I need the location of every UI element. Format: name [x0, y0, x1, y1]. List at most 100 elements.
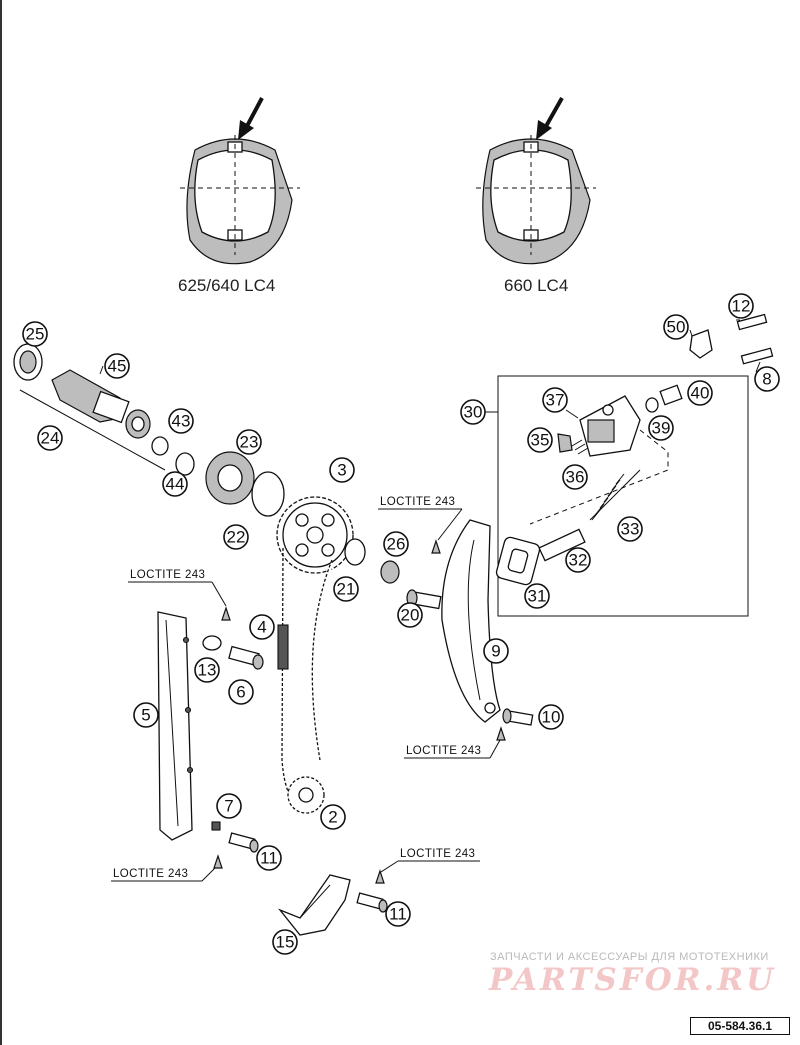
- svg-text:9: 9: [491, 642, 500, 661]
- svg-text:26: 26: [387, 535, 406, 554]
- callout-45: 45: [104, 353, 130, 379]
- callout-20: 20: [397, 602, 423, 628]
- loctite-label: LOCTITE 243: [404, 739, 501, 759]
- screw: [356, 892, 388, 913]
- loctite-text: LOCTITE 243: [400, 848, 475, 860]
- callout-50: 50: [663, 314, 689, 340]
- svg-text:20: 20: [401, 606, 420, 625]
- callout-2: 2: [320, 804, 346, 830]
- callout-26: 26: [383, 531, 409, 557]
- callout-44: 44: [162, 471, 188, 497]
- loctite-labels: LOCTITE 243 LOCTITE 243 LOCTITE 243 LOCT…: [111, 496, 501, 882]
- svg-text:6: 6: [236, 683, 245, 702]
- callout-25: 25: [22, 321, 48, 347]
- svg-text:24: 24: [41, 429, 60, 448]
- callout-30: 30: [460, 399, 486, 425]
- loctite-label: LOCTITE 243: [111, 867, 216, 882]
- callout-5: 5: [133, 702, 159, 728]
- svg-text:40: 40: [691, 384, 710, 403]
- callouts: 25 45 24 43 44 23 22 3 21 26 20 4 13 6 5…: [22, 293, 780, 955]
- pin: [565, 409, 579, 419]
- chain-tensioner-body: [579, 395, 641, 457]
- svg-text:21: 21: [337, 580, 356, 599]
- svg-text:39: 39: [652, 419, 671, 438]
- svg-text:35: 35: [531, 431, 550, 450]
- camshaft-sprocket: [276, 496, 354, 574]
- callout-36: 36: [562, 464, 588, 490]
- lock-washer: [380, 560, 400, 584]
- washer-small: [211, 821, 221, 831]
- bolt: [502, 708, 534, 726]
- callout-10: 10: [538, 704, 564, 730]
- watermark-tagline: ЗАПЧАСТИ И АКСЕССУАРЫ ДЛЯ МОТОТЕХНИКИ: [490, 951, 769, 963]
- svg-text:2: 2: [328, 808, 337, 827]
- callout-22: 22: [223, 524, 249, 550]
- callout-13: 13: [194, 657, 220, 683]
- svg-text:31: 31: [528, 587, 547, 606]
- watermark-logo: PARTSFOR.RU: [489, 962, 777, 998]
- timing-chain: [281, 547, 333, 806]
- svg-text:33: 33: [621, 520, 640, 539]
- callout-4: 4: [249, 614, 275, 640]
- drive-shaft: [51, 369, 130, 424]
- caption-660: 660 LC4: [504, 276, 568, 295]
- callout-33: 33: [617, 516, 643, 542]
- loctite-text: LOCTITE 243: [130, 569, 205, 581]
- caption-625-640: 625/640 LC4: [178, 276, 275, 295]
- loctite-text: LOCTITE 243: [380, 496, 455, 508]
- svg-text:36: 36: [566, 468, 585, 487]
- shaft-sleeve: [125, 409, 151, 439]
- svg-text:11: 11: [260, 849, 278, 868]
- loctite-drop: [213, 854, 223, 869]
- svg-text:3: 3: [337, 461, 346, 480]
- needle-bearing: [13, 343, 43, 381]
- circlip: [151, 436, 169, 456]
- loctite-label: LOCTITE 243: [128, 569, 227, 607]
- callout-39: 39: [648, 415, 674, 441]
- callout-32: 32: [565, 547, 591, 573]
- callout-43: 43: [168, 408, 194, 434]
- tensioner-assembly-frame: [497, 375, 749, 617]
- washer: [344, 538, 366, 566]
- svg-text:12: 12: [732, 297, 751, 316]
- loctite-drop: [431, 539, 441, 554]
- svg-text:25: 25: [26, 325, 45, 344]
- chain-guide-bracket: [277, 874, 351, 936]
- callout-23: 23: [236, 429, 262, 455]
- svg-text:32: 32: [569, 551, 588, 570]
- svg-text:44: 44: [166, 475, 185, 494]
- gasket: [495, 536, 541, 586]
- svg-text:8: 8: [762, 370, 771, 389]
- snap-ring: [251, 471, 285, 517]
- callout-8: 8: [754, 366, 780, 392]
- svg-text:43: 43: [172, 412, 191, 431]
- loctite-text: LOCTITE 243: [113, 868, 188, 880]
- loctite-drop: [496, 726, 506, 741]
- callout-6: 6: [228, 679, 254, 705]
- svg-text:13: 13: [198, 661, 217, 680]
- loctite-drop: [221, 606, 231, 621]
- svg-text:22: 22: [227, 528, 246, 547]
- spring: [571, 439, 589, 455]
- callout-35: 35: [527, 427, 553, 453]
- chain-guide-rail: [157, 611, 194, 841]
- svg-text:11: 11: [389, 905, 407, 924]
- callout-24: 24: [37, 425, 63, 451]
- svg-text:10: 10: [542, 708, 561, 727]
- callout-37: 37: [542, 387, 568, 413]
- page-border: [0, 0, 2, 1045]
- camshaft-variant-660: [476, 97, 596, 265]
- svg-text:30: 30: [464, 403, 483, 422]
- tensioner-rail: [441, 519, 501, 723]
- loctite-label: LOCTITE 243: [378, 496, 463, 541]
- callout-15: 15: [272, 929, 298, 955]
- clamp: [689, 329, 713, 359]
- callout-9: 9: [483, 638, 509, 664]
- svg-text:23: 23: [240, 433, 259, 452]
- tensioner-spring-axis: [589, 469, 641, 521]
- sealing-ring: [202, 635, 222, 651]
- tensioner-plunger: [538, 528, 586, 562]
- plunger: [557, 433, 573, 453]
- camshaft-variant-625-640: [180, 97, 300, 265]
